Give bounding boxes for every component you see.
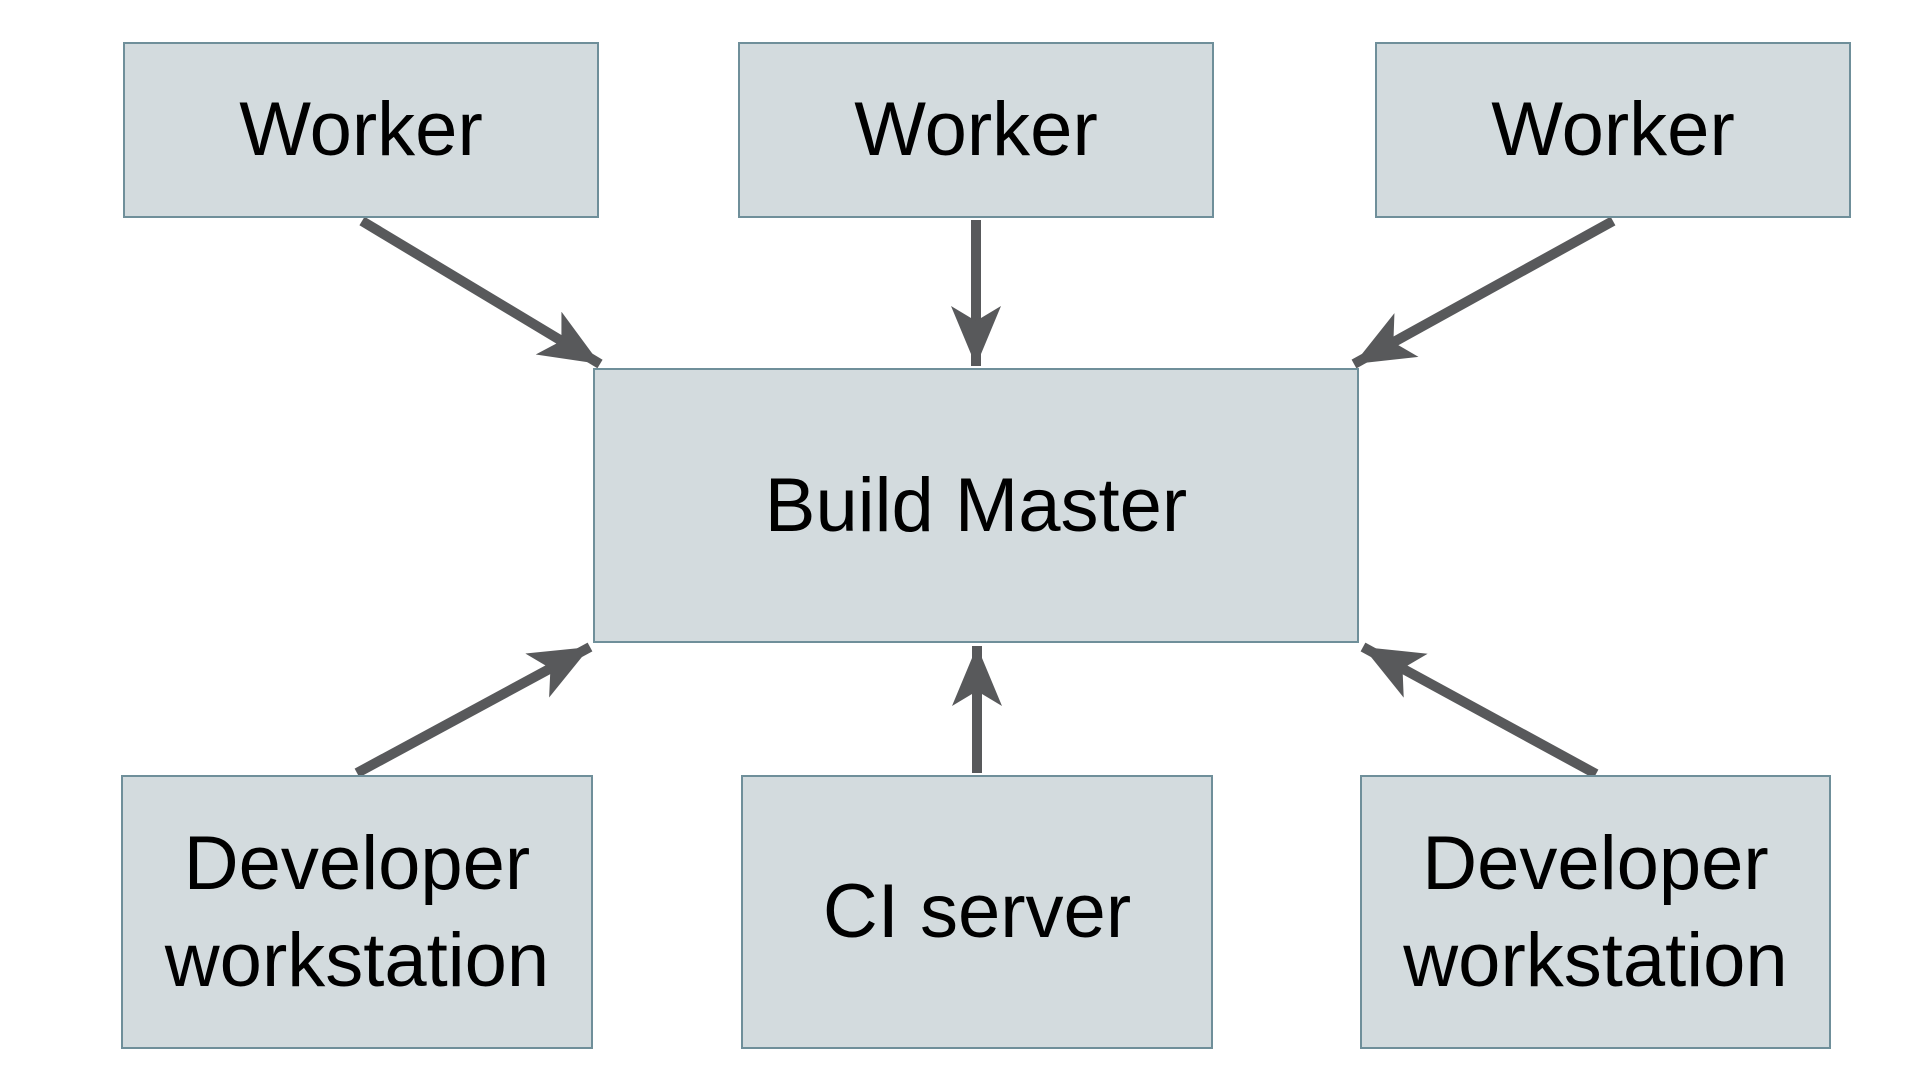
arrow-dev-workstation-left-to-build-master (354, 642, 593, 778)
node-developer-workstation-left-label: Developer workstation (164, 820, 550, 1003)
node-developer-workstation-right-label: Developer workstation (1403, 820, 1788, 1003)
node-developer-workstation-left: Developer workstation (121, 775, 593, 1049)
node-developer-workstation-right: Developer workstation (1360, 775, 1831, 1049)
arrow-worker-3-to-build-master (1351, 216, 1616, 369)
node-build-master-label: Build Master (764, 462, 1188, 548)
node-ci-server-label: CI server (822, 869, 1132, 955)
node-worker-3: Worker (1375, 42, 1851, 218)
node-worker-2-label: Worker (854, 87, 1098, 173)
node-worker-1-label: Worker (239, 87, 483, 173)
node-build-master: Build Master (593, 368, 1359, 643)
node-worker-3-label: Worker (1491, 87, 1735, 173)
arrow-dev-workstation-right-to-build-master (1360, 642, 1599, 779)
node-worker-1: Worker (123, 42, 599, 218)
node-ci-server: CI server (741, 775, 1213, 1049)
arrow-worker-1-to-build-master (359, 216, 603, 369)
node-worker-2: Worker (738, 42, 1214, 218)
